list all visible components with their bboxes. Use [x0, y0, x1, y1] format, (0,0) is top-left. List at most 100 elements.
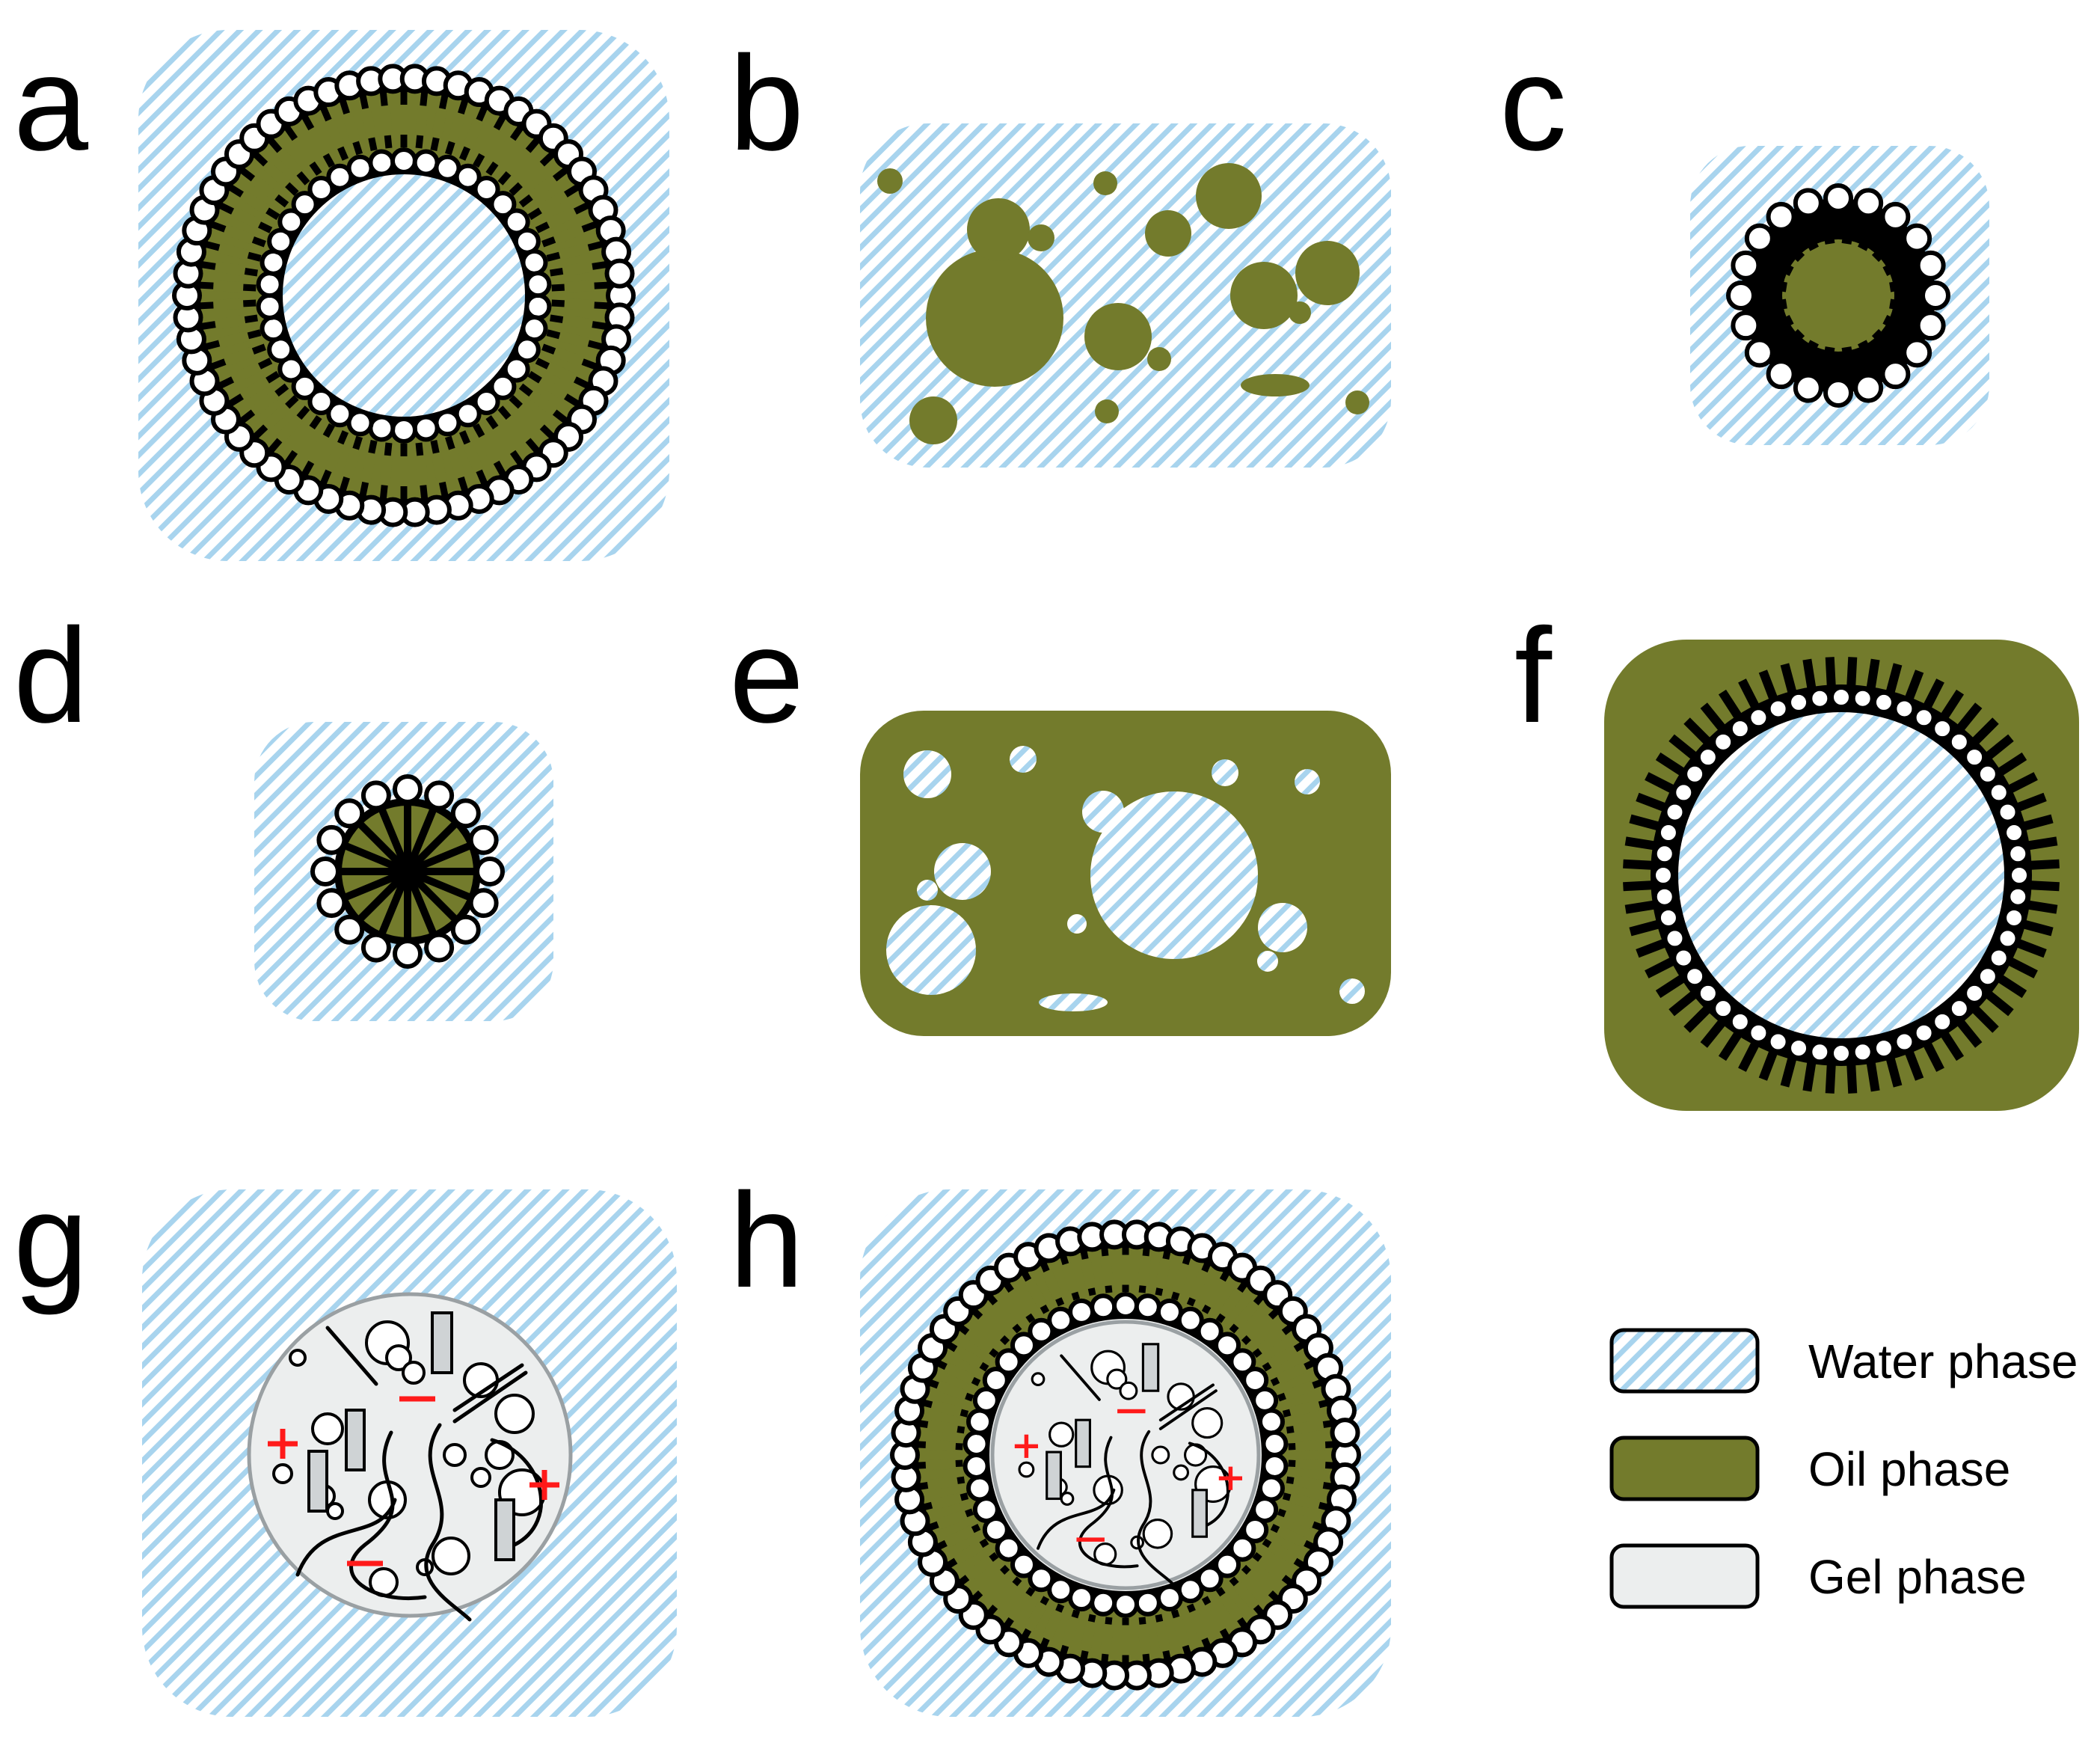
lipid-head: [412, 149, 440, 177]
lipid-tail-gap: [1256, 1328, 1287, 1355]
surfactant-head: [1808, 1040, 1832, 1064]
lipid-tail-gap: [558, 242, 590, 260]
surfactant-head: [1671, 946, 1696, 970]
surfactant-head: [393, 774, 423, 804]
lipid-tail-gap: [477, 126, 501, 158]
lipid-head: [966, 1408, 994, 1436]
lipid-tail-gap: [1283, 1509, 1315, 1530]
gel-block: [1075, 1418, 1091, 1468]
gel-bead: [443, 1443, 467, 1467]
lipid-tail-gap: [212, 298, 244, 310]
lipid-tail-gap: [1099, 1623, 1114, 1655]
lipid-head: [489, 191, 517, 218]
surfactant-head: [1975, 762, 2000, 786]
lipid-tail-gap: [545, 361, 578, 385]
lipid-tail-gap: [431, 107, 448, 139]
lipid-tail-gap: [1007, 1287, 1033, 1319]
gel-block: [345, 1409, 366, 1471]
lipid-tail-gap: [1042, 1609, 1063, 1641]
lipid-tail-gap: [1060, 1262, 1080, 1295]
lipid-head: [995, 1348, 1022, 1376]
micelle: [310, 774, 505, 969]
surfactant-head: [1871, 690, 1896, 714]
lipid-tail-gap: [324, 117, 346, 150]
lipid-tail-gap: [927, 1419, 959, 1435]
lipid-tail-gap: [360, 107, 377, 139]
surfactant-head: [1766, 696, 1790, 721]
lipid-tail-gap: [290, 135, 316, 167]
surfactant-head: [1728, 1009, 1752, 1034]
surfactant-head: [1853, 373, 1884, 403]
lipid-head: [260, 315, 287, 343]
lipid-head: [1214, 1332, 1241, 1359]
lipid-head: [1257, 1408, 1285, 1436]
polymer-chain: [1078, 1436, 1139, 1569]
surfactant-tail: [1882, 314, 1924, 343]
panel-label-e: e: [729, 601, 804, 751]
lipid-tail-gap: [214, 314, 246, 330]
lipid-tail-gap: [214, 261, 246, 277]
lipid-head: [1241, 1516, 1269, 1543]
surfactant-head: [1662, 926, 1687, 951]
lipid-tail-gap: [1171, 1262, 1191, 1295]
surfactant-head: [316, 824, 347, 855]
lipid-tail-gap: [218, 242, 250, 260]
lipid-head: [1196, 1565, 1224, 1593]
surfactant-head: [1892, 1029, 1917, 1054]
panel-label-f: f: [1514, 601, 1553, 751]
lipid-tail-gap: [414, 455, 429, 486]
lipid-head: [1010, 1551, 1037, 1578]
lipid-tail-gap: [964, 1554, 995, 1582]
panel-label-h: h: [729, 1165, 804, 1316]
oil-droplet: [1147, 347, 1171, 371]
lipid-tail-gap: [553, 346, 585, 367]
legend: Water phase Oil phase Gel phase: [1609, 1328, 2078, 1609]
polymer-chain: [1158, 1383, 1215, 1422]
lipid-head: [513, 336, 541, 364]
lipid-tail-gap: [1289, 1400, 1321, 1418]
lipid-tail-gap: [936, 1380, 968, 1401]
lipid-head: [524, 271, 552, 298]
water-droplet: [1295, 769, 1320, 794]
surfactant-head: [1902, 337, 1932, 368]
lipid-head: [1214, 1551, 1241, 1578]
surfactant-tail: [378, 807, 411, 873]
gel-block: [1191, 1489, 1208, 1538]
water-droplet: [1039, 993, 1108, 1011]
oil-droplet: [1028, 224, 1054, 251]
surfactant-head: [1793, 373, 1823, 403]
gel-bead: [494, 1394, 535, 1434]
panel-d-micelle: [254, 722, 553, 1021]
lipid-head: [1176, 1306, 1204, 1334]
surfactant-head: [2006, 884, 2030, 909]
gel-bead: [1031, 1372, 1046, 1386]
surfactant-head: [1793, 188, 1823, 218]
lipid-head: [454, 163, 482, 191]
lipid-head: [256, 271, 283, 298]
lipid-head: [390, 147, 417, 174]
lipid-head: [1257, 1474, 1285, 1502]
surfactant-tail: [378, 870, 411, 936]
lipid-tail-gap: [431, 452, 448, 484]
oil-droplet: [1095, 399, 1119, 423]
lipid-tail-gap: [562, 261, 594, 277]
surfactant-head: [424, 780, 455, 811]
surfactant-head: [1975, 964, 2000, 989]
lipid-tail-gap: [1245, 1313, 1274, 1342]
lipid-head: [1229, 1348, 1256, 1376]
lipid-tail-gap: [537, 190, 569, 215]
surfactant-head: [393, 939, 423, 969]
oil-droplet: [1289, 301, 1311, 324]
surfactant-tail: [1871, 328, 1908, 365]
surfactant-tail: [1769, 328, 1805, 365]
water-core: [1678, 712, 2004, 1038]
gel-bead: [1191, 1407, 1224, 1439]
lipid-tail-gap: [504, 147, 532, 177]
lipid-tail-gap: [1289, 1492, 1321, 1510]
surfactant-head: [1962, 745, 1987, 770]
water-droplet: [886, 905, 976, 995]
water-droplet: [934, 843, 991, 900]
surfactant-tail: [343, 868, 409, 901]
water-droplets: [886, 746, 1365, 1011]
panel-b-oil-in-water: [860, 123, 1391, 468]
